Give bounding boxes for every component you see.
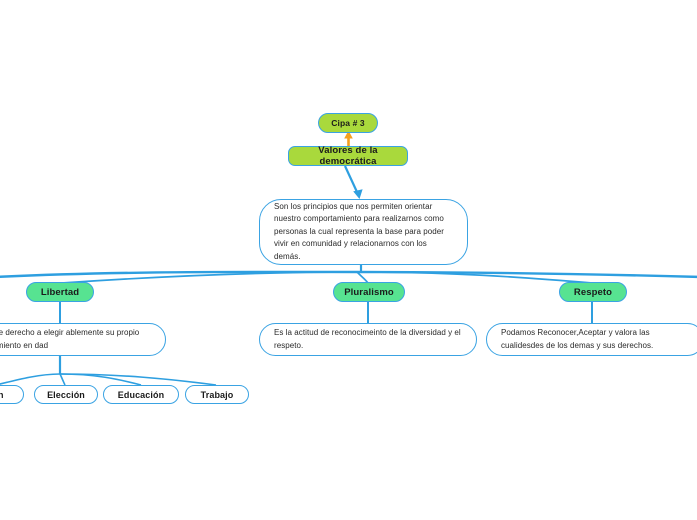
leaf-node-educacion[interactable]: Educación [103, 385, 179, 404]
branch-label-pluralismo: Pluralismo [344, 286, 394, 298]
leaf-label-educacion: Educación [117, 389, 165, 400]
branch-node-pluralismo[interactable]: Pluralismo [333, 282, 405, 302]
main-topic-label: Valores de la democrática [318, 145, 378, 167]
branch-node-respeto[interactable]: Respeto [559, 282, 627, 302]
branch-note-text-pluralismo: Es la actitud de reconocimeinto de la di… [274, 328, 461, 350]
leaf-node-trabajo[interactable]: Trabajo [185, 385, 249, 404]
leaf-label-eleccion: Elección [47, 389, 85, 400]
branch-note-text-respeto: Podamos Reconocer,Aceptar y valora las c… [501, 328, 654, 350]
leaf-node-eleccion[interactable]: Elección [34, 385, 98, 404]
main-topic-node[interactable]: Valores de la democrática [288, 145, 408, 167]
branch-label-respeto: Respeto [573, 286, 613, 298]
main-topic-note-text: Son los principios que nos permiten orie… [274, 202, 444, 261]
arrow-down-icon [344, 165, 363, 199]
leaf-label-1: ón [0, 389, 4, 400]
root-node-label: Cipa # 3 [331, 118, 365, 128]
leaf-node-1[interactable]: ón [0, 385, 24, 404]
leaf-label-trabajo: Trabajo [200, 389, 234, 400]
main-topic-note[interactable]: Son los principios que nos permiten orie… [259, 199, 468, 265]
branch-note-libertad[interactable]: rsona tiene derecho a elegir ablemente s… [0, 323, 166, 356]
branch-note-respeto[interactable]: Podamos Reconocer,Aceptar y valora las c… [486, 323, 697, 356]
branch-note-text-libertad: rsona tiene derecho a elegir ablemente s… [0, 328, 140, 350]
root-node[interactable]: Cipa # 3 [318, 113, 378, 133]
branch-label-libertad: Libertad [40, 286, 80, 298]
branch-node-libertad[interactable]: Libertad [26, 282, 94, 302]
branch-note-pluralismo[interactable]: Es la actitud de reconocimeinto de la di… [259, 323, 477, 356]
